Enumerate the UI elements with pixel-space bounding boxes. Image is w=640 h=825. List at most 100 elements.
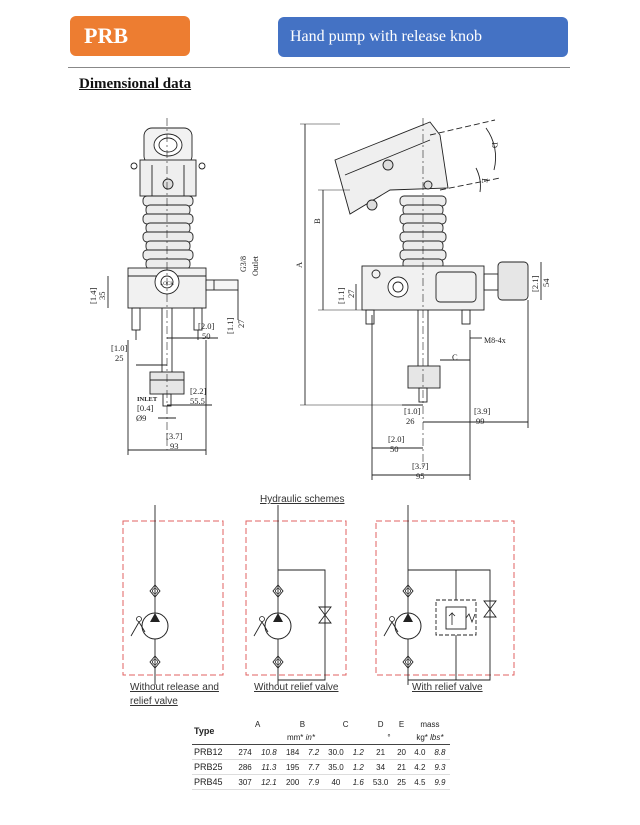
cell-b-mm: 184 [281,744,304,760]
units-length: mm* in* [234,731,368,745]
mount-thread-label: M8-4x [484,336,506,345]
side-dim-1-in: [1.1] [336,288,346,304]
product-title: Hand pump with release knob [278,17,568,57]
front-dim-4-mm: 25 [115,353,124,363]
side-dim-3-in: [1.0] [404,406,420,416]
dim-a-label: A [294,261,304,268]
scheme-caption-1: Without release and relief valve [130,682,219,707]
header-d: D [377,720,384,729]
cell-d: 34 [368,759,394,775]
unit-lbs: lbs* [430,733,444,742]
side-view [300,118,542,480]
cell-kg: 4.2 [409,759,430,775]
cell-d: 21 [368,744,394,760]
header-divider [68,67,570,68]
table-row: PRB45 307 12.1 200 7.9 40 1.6 53.0 25 4.… [192,774,450,790]
table-header-row: Type A B C D E mass [192,718,450,736]
front-dim-7-mm: 93 [170,441,179,451]
angle-e-label: E [480,178,490,183]
header-b: B [299,720,306,729]
side-dim-1-mm: 27 [346,290,356,299]
dim-c-label: C [452,352,458,362]
side-dim-5-mm: 50 [390,444,399,454]
cell-c-in: 1.2 [348,759,368,775]
front-dim-5-in: [2.2] [190,386,206,396]
header-c: C [342,720,349,729]
cell-b-in: 7.2 [303,744,324,760]
cell-c-mm: 35.0 [323,759,349,775]
cell-c-mm: 40 [323,774,349,790]
lock-label: LOCK [160,282,174,287]
cell-a-in: 10.8 [256,744,282,760]
outlet-thread-label: G3/8 [239,256,248,272]
side-dim-4-mm: 99 [476,416,485,426]
front-dim-6-mm: Ø9 [136,413,146,423]
scheme-without-relief [245,505,347,685]
scheme-without-release-and-relief [122,505,224,685]
angle-d-label: D [490,142,500,148]
specification-table: Type A B C D E mass mm* in* ° kg* lbs* P… [192,718,450,790]
unit-deg: ° [387,733,391,742]
header-mass: mass [420,720,440,729]
unit-mm: mm* [286,733,304,742]
side-dim-4-in: [3.9] [474,406,490,416]
cell-lbs: 9.3 [429,759,450,775]
cell-lbs: 9.9 [429,774,450,790]
section-title: Dimensional data [79,76,192,92]
cell-c-in: 1.2 [348,744,368,760]
cell-a-mm: 274 [233,744,257,760]
scheme-caption-3: With relief valve [412,682,483,693]
hydraulic-schemes [122,505,515,685]
units-mass: kg* lbs* [410,731,450,745]
scheme-caption-2: Without relief valve [254,682,339,693]
table-row: PRB25 286 11.3 195 7.7 35.0 1.2 34 21 4.… [192,759,450,775]
front-dim-5-mm: 55.5 [190,396,205,406]
side-dim-5-in: [2.0] [388,434,404,444]
front-dim-2-in: [2.0] [198,321,214,331]
side-dim-6-in: [3.7] [412,461,428,471]
dim-b-label: B [312,218,322,224]
cell-kg: 4.0 [409,744,430,760]
front-dim-3-in: [1.1] [225,318,235,334]
side-dim-6-mm: 95 [416,471,425,481]
table-row: PRB12 274 10.8 184 7.2 30.0 1.2 21 20 4.… [192,744,450,760]
cell-d: 53.0 [368,774,394,790]
row-type: PRB25 [192,759,234,775]
cell-a-mm: 307 [233,774,257,790]
cell-lbs: 8.8 [429,744,450,760]
front-dim-3-mm: 27 [236,320,246,329]
cell-kg: 4.5 [409,774,430,790]
hydraulic-schemes-title: Hydraulic schemes [260,494,345,505]
product-code-badge: PRB [70,16,190,56]
cell-e: 20 [393,744,410,760]
front-dim-7-in: [3.7] [166,431,182,441]
unit-kg: kg* [416,733,428,742]
cell-e: 21 [393,759,410,775]
front-dim-1-mm: 35 [97,292,107,301]
header-e: E [398,720,405,729]
cell-b-in: 7.7 [303,759,324,775]
header-a: A [255,720,261,729]
side-dim-3-mm: 26 [406,416,415,426]
cell-b-mm: 200 [281,774,304,790]
outlet-label: Outlet [251,255,260,276]
row-type: PRB45 [192,774,234,790]
side-dim-2-in: [2.1] [530,276,540,292]
front-dim-6-in: [0.4] [137,403,153,413]
front-dim-1-in: [1.4] [88,288,98,304]
front-dim-4-in: [1.0] [111,343,127,353]
side-dim-2-mm: 54 [541,278,551,287]
dimensional-drawing: LOCK G3/8 Outlet INLET [1.4] 35 [2.0] 50… [88,118,551,481]
cell-e: 25 [393,774,410,790]
cell-a-mm: 286 [233,759,257,775]
cell-c-in: 1.6 [348,774,368,790]
table-units-row: mm* in* ° kg* lbs* [192,731,450,745]
front-view [107,118,239,455]
unit-in: in* [305,733,315,742]
cell-c-mm: 30.0 [323,744,349,760]
cell-a-in: 12.1 [256,774,282,790]
cell-b-in: 7.9 [303,774,324,790]
row-type: PRB12 [192,744,234,760]
front-dim-2-mm: 50 [202,331,211,341]
cell-b-mm: 195 [281,759,304,775]
